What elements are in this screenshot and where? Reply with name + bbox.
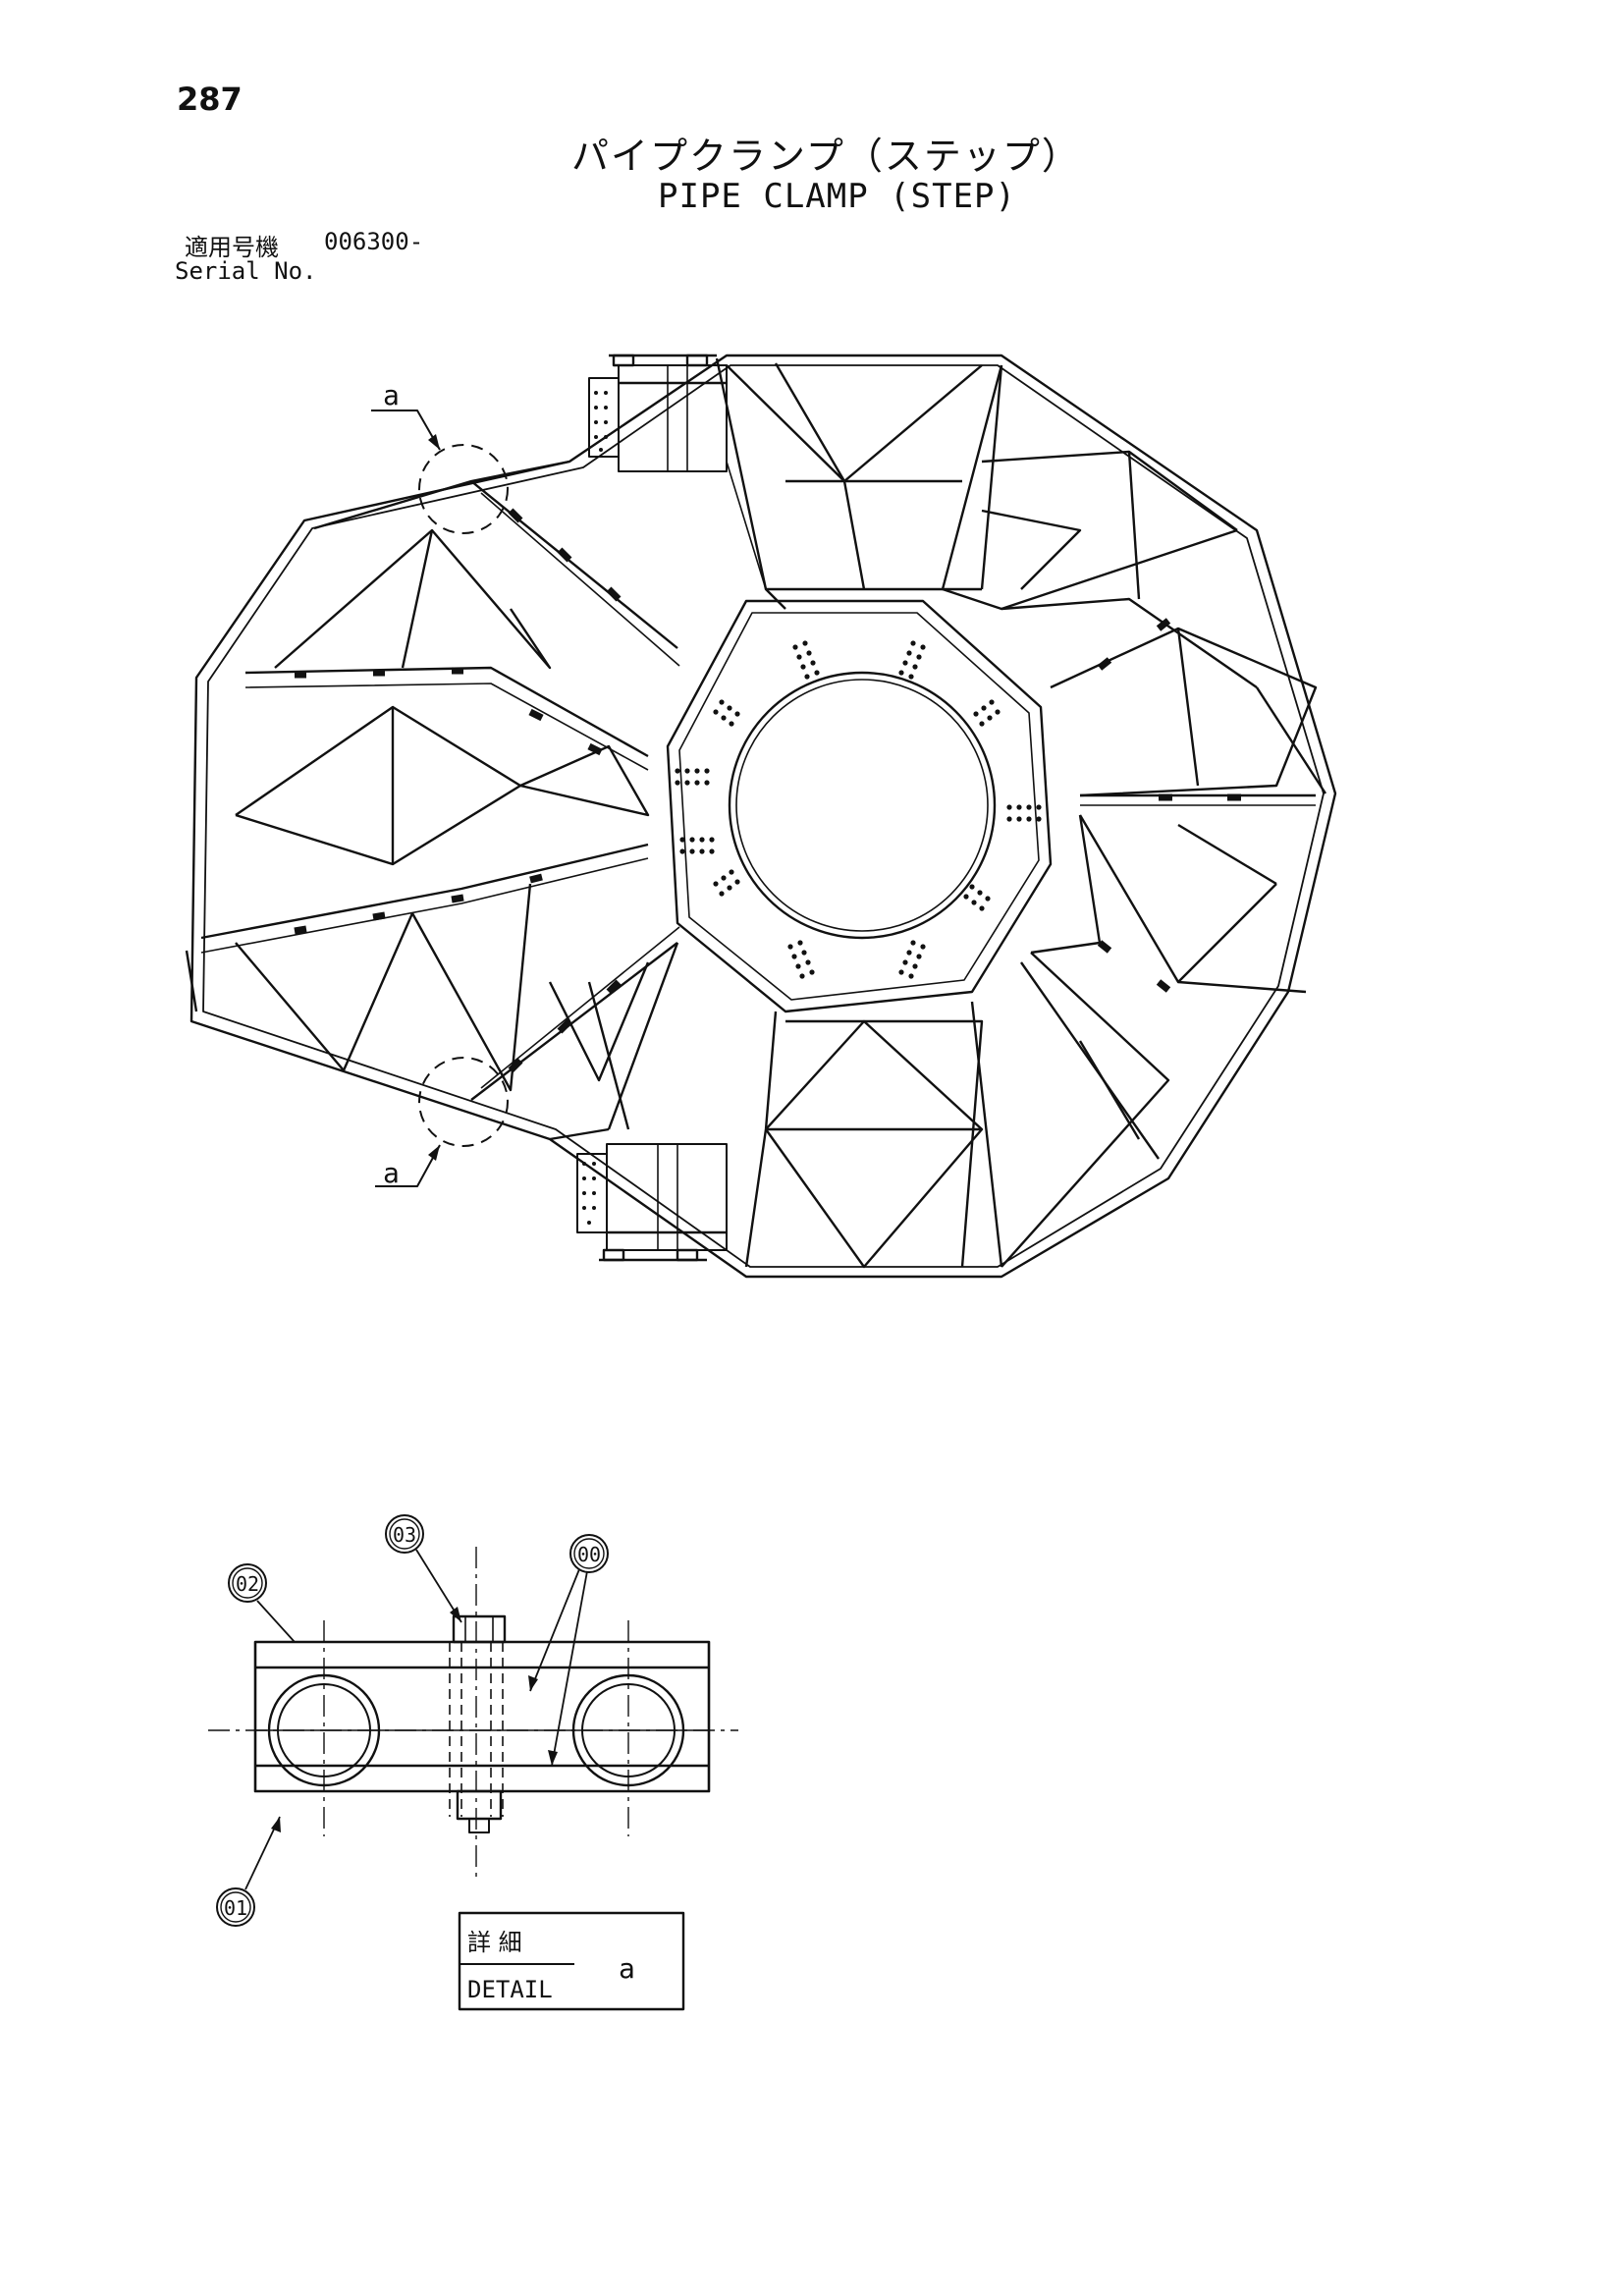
- detail-letter-top: a: [383, 379, 400, 411]
- detail-label-letter: a: [619, 1952, 635, 1985]
- step-tread-bottom: [576, 1143, 728, 1262]
- balloon-02: 02: [236, 1572, 259, 1596]
- clamp-detail-view: [208, 1514, 738, 2011]
- callout-leader-top: [371, 410, 441, 451]
- detail-circle-bottom: [418, 1057, 509, 1147]
- serial-number-value: 006300-: [324, 228, 424, 255]
- balloon-00: 00: [577, 1543, 601, 1566]
- step-tread-top: [588, 354, 728, 472]
- callout-leader-bottom: [375, 1144, 441, 1187]
- title-japanese: パイプクランプ（ステップ）: [571, 135, 1081, 178]
- detail-letter-bottom: a: [383, 1157, 400, 1189]
- detail-label-english: DETAIL: [467, 1976, 553, 2003]
- page-number: 287: [177, 81, 243, 118]
- serial-label-japanese: 適用号機: [185, 234, 279, 261]
- detail-circle-top: [418, 444, 509, 534]
- balloon-01: 01: [224, 1896, 247, 1920]
- serial-label-english: Serial No.: [175, 257, 317, 285]
- detail-label-japanese: 詳 細: [467, 1929, 522, 1956]
- balloon-03: 03: [393, 1523, 416, 1547]
- title-english: PIPE CLAMP (STEP): [658, 177, 1016, 216]
- step-frame-top-view: [185, 354, 1337, 1279]
